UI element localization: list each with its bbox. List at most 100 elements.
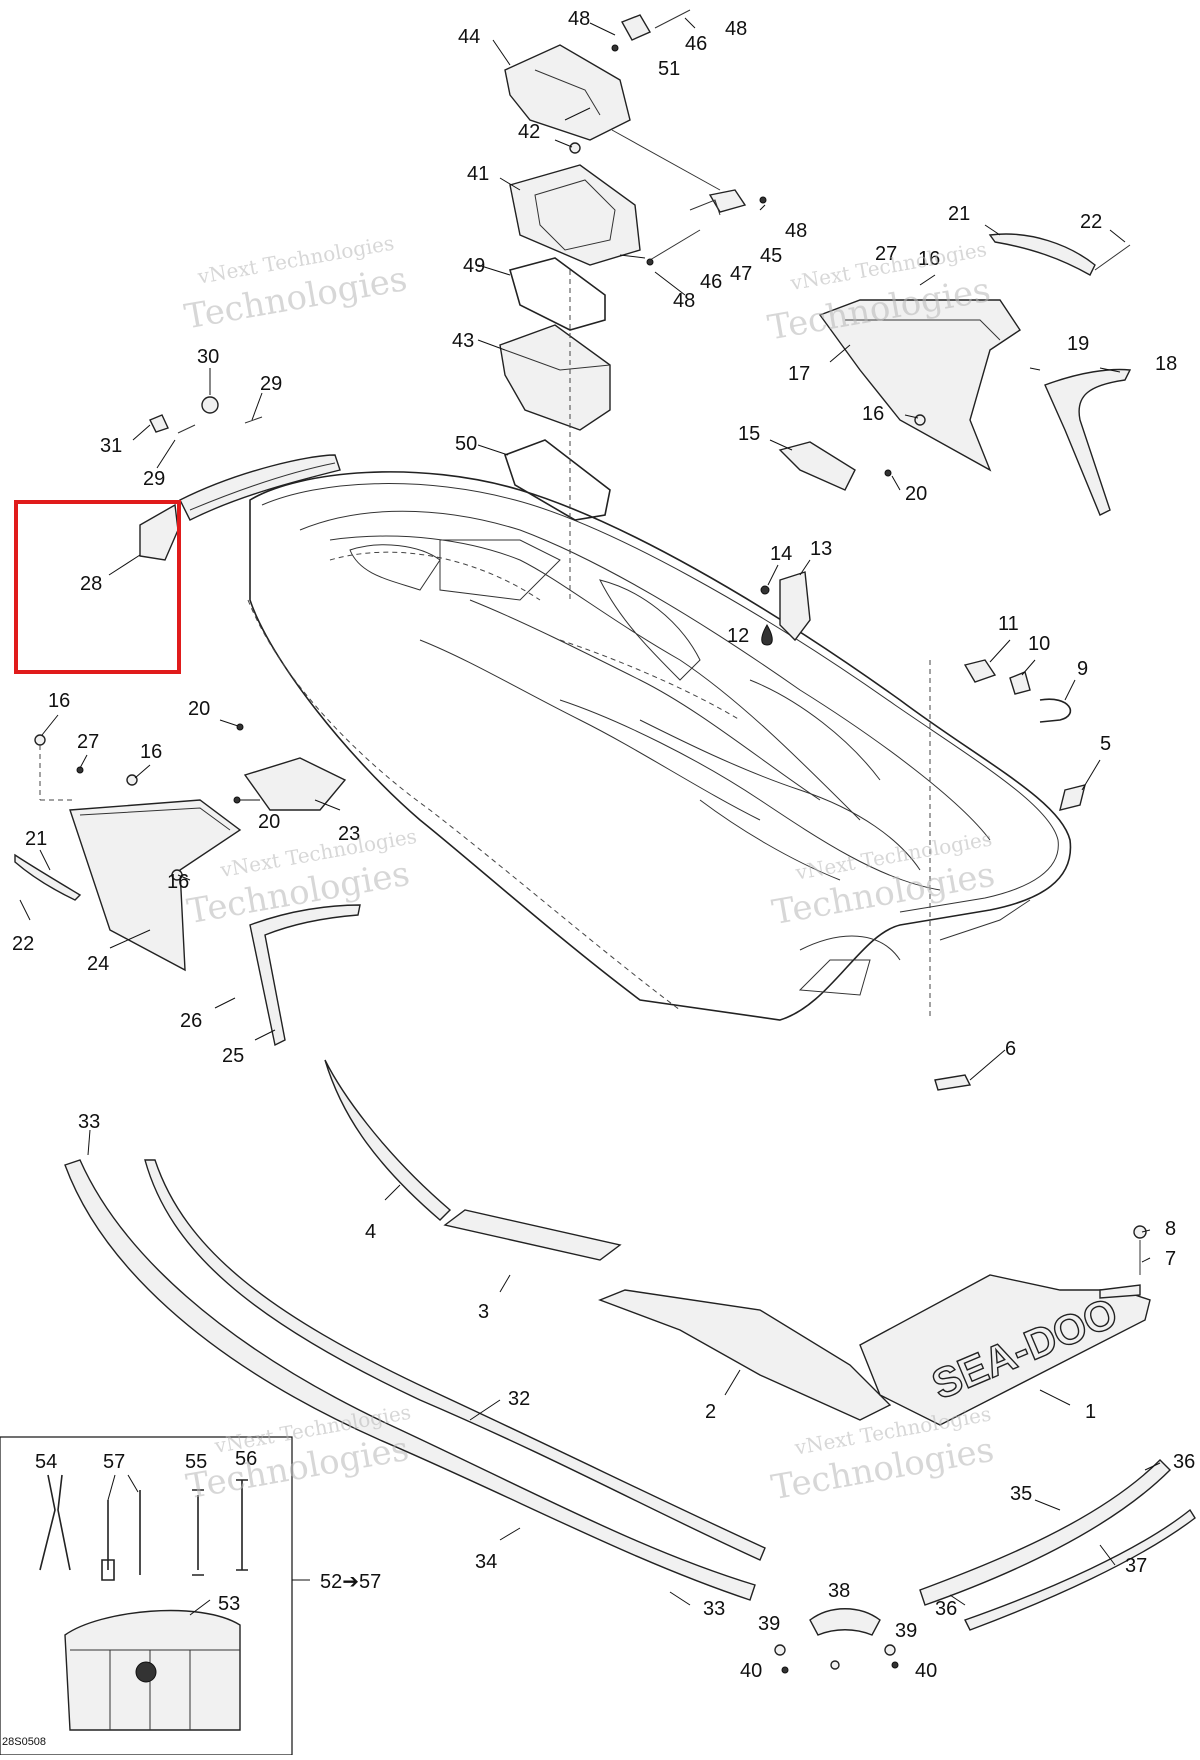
- part-44-cover: [504, 44, 631, 141]
- part-25-trim-l: [249, 904, 361, 1047]
- callout-17: 17: [788, 363, 810, 385]
- callout-27: 27: [875, 243, 897, 265]
- callout-7: 7: [1165, 1248, 1176, 1270]
- callout-41: 41: [467, 163, 489, 185]
- callout-55: 55: [185, 1451, 207, 1473]
- callout-23: 23: [338, 823, 360, 845]
- part-41-tray: [509, 164, 641, 266]
- callout-16: 16: [167, 871, 189, 893]
- part-55-wrench: [192, 1489, 204, 1576]
- callout-33: 33: [703, 1598, 725, 1620]
- part-28-end-cap: [139, 503, 179, 561]
- callout-26: 26: [180, 1010, 202, 1032]
- callout-6: 6: [1005, 1038, 1016, 1060]
- callout-14: 14: [770, 543, 792, 565]
- callout-50: 50: [455, 433, 477, 455]
- callout-54: 54: [35, 1451, 57, 1473]
- callout-15: 15: [738, 423, 760, 445]
- callout-22: 22: [1080, 211, 1102, 233]
- callout-46: 46: [700, 271, 722, 293]
- callout-48: 48: [568, 8, 590, 30]
- part-54-pliers: [39, 1474, 71, 1571]
- callout-39: 39: [758, 1613, 780, 1635]
- callout-4: 4: [365, 1221, 376, 1243]
- callout-36: 36: [935, 1598, 957, 1620]
- callout-9: 9: [1077, 658, 1088, 680]
- bracket-parts: [760, 571, 1086, 1091]
- part-11-plate: [963, 659, 997, 683]
- callout-16: 16: [48, 690, 70, 712]
- callout-47: 47: [730, 263, 752, 285]
- part-21-handle-r: [988, 233, 1096, 276]
- part-7-bracket: [1099, 1284, 1141, 1299]
- part-5-decal: [1059, 784, 1086, 811]
- callout-32: 32: [508, 1388, 530, 1410]
- callout-10: 10: [1028, 633, 1050, 655]
- part-17-panel-r: [818, 299, 1021, 472]
- callout-25: 25: [222, 1045, 244, 1067]
- part-24-panel-l: [69, 799, 242, 972]
- callout-44: 44: [458, 26, 480, 48]
- callout-16: 16: [862, 403, 884, 425]
- callout-39: 39: [895, 1620, 917, 1642]
- callout-5: 5: [1100, 733, 1111, 755]
- callout-40: 40: [915, 1660, 937, 1682]
- callout-49: 49: [463, 255, 485, 277]
- callout-22: 22: [12, 933, 34, 955]
- callout-48: 48: [725, 18, 747, 40]
- part-56-spark-wrench: [236, 1479, 248, 1571]
- part-38-bow-cap: [809, 1608, 881, 1636]
- callout-2: 2: [705, 1401, 716, 1423]
- callout-37: 37: [1125, 1555, 1147, 1577]
- callout-56: 56: [235, 1448, 257, 1470]
- part-13-bracket: [779, 571, 811, 642]
- highlight-box-part-28: [14, 500, 181, 674]
- callout-48: 48: [673, 290, 695, 312]
- part-18-trim-r: [1044, 368, 1132, 516]
- callout-48: 48: [785, 220, 807, 242]
- callout-51: 51: [658, 58, 680, 80]
- callout-27: 27: [77, 731, 99, 753]
- callout-11: 11: [998, 613, 1019, 635]
- callout-40: 40: [740, 1660, 762, 1682]
- part-34-rub-strip: [144, 1159, 766, 1561]
- callout-20: 20: [905, 483, 927, 505]
- callout-20: 20: [188, 698, 210, 720]
- callout-34: 34: [475, 1551, 497, 1573]
- callout-35: 35: [1010, 1483, 1032, 1505]
- callout-45: 45: [760, 245, 782, 267]
- part-29-grab-rail: [179, 454, 341, 521]
- part-50-seal: [503, 439, 611, 521]
- left-side-parts: [14, 396, 361, 1047]
- callout-36: 36: [1173, 1451, 1195, 1473]
- watermark: vNext Technologies Technologies: [181, 231, 410, 338]
- callout-13: 13: [810, 538, 832, 560]
- callout-24: 24: [87, 953, 109, 975]
- part-2-decal: [598, 1289, 892, 1421]
- part-43-bin: [499, 324, 611, 431]
- callout-8: 8: [1165, 1218, 1176, 1240]
- part-51-latch: [620, 14, 652, 41]
- part-10-clip: [1009, 671, 1031, 695]
- part-3-decal: [443, 1209, 622, 1261]
- callout-52-57: 52➔57: [320, 1571, 381, 1593]
- callout-43: 43: [452, 330, 474, 352]
- deck-hull: [247, 471, 1072, 1021]
- part-32-rub-strip: [64, 1159, 756, 1601]
- callout-29: 29: [143, 468, 165, 490]
- part-49-gasket: [509, 257, 606, 331]
- part-23-vent-l: [243, 757, 347, 811]
- callout-29: 29: [260, 373, 282, 395]
- watermark: vNext Technologies Technologies: [769, 826, 998, 933]
- callout-53: 53: [218, 1593, 240, 1615]
- callout-21: 21: [948, 203, 970, 225]
- callout-21: 21: [25, 828, 47, 850]
- callout-19: 19: [1067, 333, 1089, 355]
- watermark: vNext Technologies Technologies: [768, 1402, 997, 1509]
- part-35-rub-strip: [919, 1459, 1171, 1606]
- storage-parts: [499, 9, 767, 600]
- hull-strips: SEA-DOO: [64, 1059, 1196, 1674]
- callout-38: 38: [828, 1580, 850, 1602]
- part-6-decal: [934, 1074, 972, 1091]
- part-4-decal: [324, 1059, 452, 1221]
